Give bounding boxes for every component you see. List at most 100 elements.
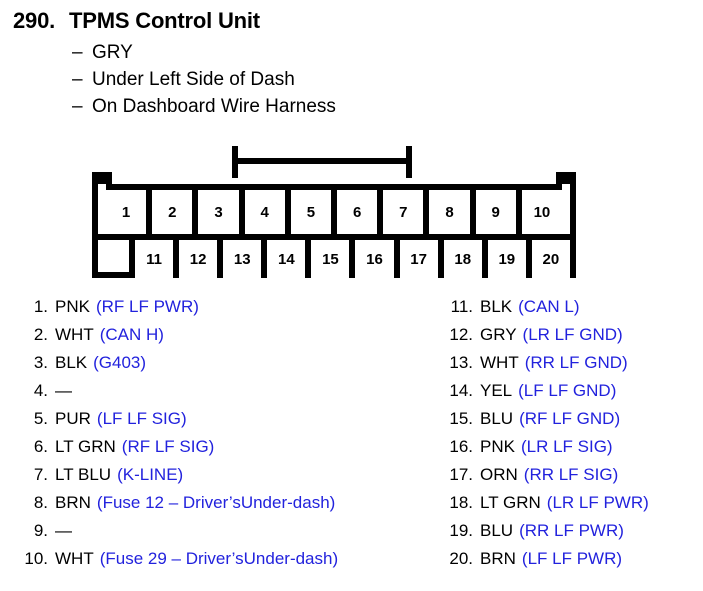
- connector-pin-17: 17: [393, 240, 438, 278]
- pin-number: 20.: [449, 549, 473, 568]
- pin-wire-color: PNK: [55, 297, 90, 316]
- pin-wire-color: BLK: [55, 353, 88, 372]
- pin-wire-color: BLK: [480, 297, 513, 316]
- pin-circuit-description: (Fuse 29 – Driver’sUnder-dash): [99, 549, 339, 568]
- pin-circuit-description: (LF LF PWR): [521, 549, 623, 568]
- pin-wire-color: LT GRN: [55, 437, 116, 456]
- connector-pin-number: 1: [121, 203, 131, 221]
- pin-number: 2.: [33, 325, 48, 344]
- pin-number: 9.: [33, 521, 48, 540]
- connector-pin-20: 20: [525, 240, 570, 278]
- pin-number: 15.: [449, 409, 473, 428]
- component-detail-line: –On Dashboard Wire Harness: [72, 96, 336, 123]
- connector-pin-number: 8: [445, 203, 454, 221]
- connector-pin-16: 16: [349, 240, 394, 278]
- pin-number: 3.: [33, 353, 48, 372]
- connector-pin-12: 12: [173, 240, 218, 278]
- pin-list-item: 11.BLK(CAN L): [443, 297, 649, 325]
- pin-wire-color: WHT: [55, 325, 94, 344]
- pin-wire-color: PUR: [55, 409, 91, 428]
- connector-pin-number: 20: [542, 250, 560, 268]
- pin-wire-color: —: [55, 381, 72, 400]
- pin-number: 1.: [33, 297, 48, 316]
- connector-pin-number: 12: [189, 250, 207, 268]
- pin-wire-color: ORN: [480, 465, 518, 484]
- detail-dash: –: [72, 42, 83, 63]
- pin-circuit-description: (K-LINE): [117, 465, 184, 484]
- pin-list-item: 18.LT GRN(LR LF PWR): [443, 493, 649, 521]
- pin-list-item: 1. PNK (RF LF PWR): [18, 297, 338, 325]
- connector-pin-9: 9: [469, 190, 516, 234]
- shell-wall-left: [92, 172, 98, 278]
- pin-list-item: 6.LT GRN(RF LF SIG): [18, 437, 338, 465]
- connector-pin-number: 2: [168, 203, 177, 221]
- pin-wire-color: BRN: [55, 493, 91, 512]
- connector-pin-number: 16: [366, 250, 383, 268]
- pin-circuit-description: (RR LF PWR): [519, 521, 624, 540]
- shell-top-rail: [106, 184, 562, 190]
- pin-list-item: 4.—: [18, 381, 338, 409]
- pin-circuit-description: (RR LF SIG): [523, 465, 619, 484]
- component-detail-line: –GRY: [72, 42, 336, 69]
- pin-wire-color: BLU: [480, 521, 514, 540]
- connector-pin-number: 5: [306, 203, 316, 221]
- connector-pin-8: 8: [423, 190, 470, 234]
- detail-dash: –: [72, 69, 83, 90]
- pin-number: 10.: [24, 549, 48, 568]
- connector-pin-number: 19: [498, 250, 516, 268]
- pin-list-item: 20. BRN (LF LF PWR): [443, 549, 649, 577]
- pin-number: 13.: [449, 353, 473, 372]
- pin-list-item: 15.BLU(RF LF GND): [443, 409, 649, 437]
- pin-circuit-description: (LF LF SIG): [96, 409, 187, 428]
- connector-pin-number: 10: [533, 203, 551, 221]
- pin-wire-color: —: [55, 521, 72, 540]
- pin-wire-color: GRY: [480, 325, 517, 344]
- connector-pin-number: 18: [454, 250, 472, 268]
- connector-pin-18: 18: [437, 240, 482, 278]
- pin-circuit-description: (LR LF PWR): [546, 493, 649, 512]
- pin-number: 5.: [33, 409, 48, 428]
- latch-crossbar: [232, 158, 412, 164]
- pin-wire-color: WHT: [480, 353, 519, 372]
- component-name: TPMS Control Unit: [69, 8, 260, 33]
- connector-pin-number: 9: [491, 203, 500, 221]
- connector-pin-1: 1: [106, 190, 147, 234]
- detail-label: GRY: [92, 42, 133, 63]
- connector-pin-number: 7: [399, 203, 408, 221]
- pin-list-item: 2. WHT (CAN H): [18, 325, 338, 353]
- pin-circuit-description: (RF LF PWR): [95, 297, 199, 316]
- pin-number: 17.: [449, 465, 473, 484]
- detail-label: Under Left Side of Dash: [92, 69, 295, 90]
- pin-wire-color: LT BLU: [55, 465, 112, 484]
- pin-list-item: 13.WHT(RR LF GND): [443, 353, 649, 381]
- connector-pin-number: 6: [352, 203, 362, 221]
- pin-list-column-left: 1.PNK(RF LF PWR)2.WHT(CAN H)3.BLK(G403)4…: [18, 297, 338, 577]
- pin-circuit-description: (Fuse 12 – Driver’sUnder-dash): [96, 493, 336, 512]
- connector-pin-5: 5: [284, 190, 332, 234]
- pin-number: 12.: [449, 325, 473, 344]
- pin-wire-color: LT GRN: [480, 493, 541, 512]
- connector-pin-15: 15: [305, 240, 350, 278]
- pin-circuit-description: (LR LF GND): [522, 325, 623, 344]
- connector-pin-number: 14: [277, 250, 295, 268]
- pin-list-item: 10. WHT (Fuse 29 – Driver’sUnder-dash): [18, 549, 338, 577]
- connector-pin-4: 4: [238, 190, 285, 234]
- pin-wire-color: BLU: [480, 409, 514, 428]
- connector-pin-number: 4: [260, 203, 269, 221]
- connector-pin-number: 15: [322, 250, 339, 268]
- pin-number: 19.: [449, 521, 473, 540]
- pin-circuit-description: (CAN H): [99, 325, 164, 344]
- shell-notch-left: [92, 172, 112, 184]
- pin-row-divider: [98, 234, 570, 240]
- pin-list-item: 9. —: [18, 521, 338, 549]
- pin-list-item: 5. PUR (LF LF SIG): [18, 409, 338, 437]
- pin-circuit-description: (LR LF SIG): [520, 437, 613, 456]
- pin-wire-color: WHT: [55, 549, 94, 568]
- pin-number: 11.: [450, 297, 473, 316]
- pin-list-item: 3.BLK(G403): [18, 353, 338, 381]
- pin-wire-color: PNK: [480, 437, 515, 456]
- pin-wire-color: BRN: [480, 549, 516, 568]
